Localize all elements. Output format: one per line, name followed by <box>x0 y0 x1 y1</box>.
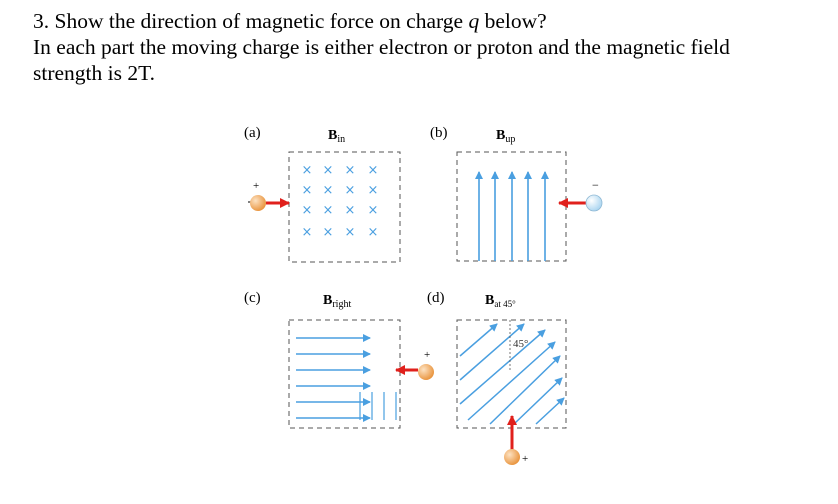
question-line-3: strength is 2T. <box>33 61 156 85</box>
panel-d-proton <box>504 449 520 465</box>
panel-b-field-label: Bup <box>496 128 515 145</box>
panel-b-charge-sign: − <box>592 178 599 192</box>
x-mark-icon: × <box>345 183 356 198</box>
panel-c-field-region <box>288 319 401 429</box>
panel-d-field-label: Bat 45° <box>485 293 516 309</box>
panel-b: (b) Bup − <box>430 125 603 262</box>
panel-c-proton <box>418 364 434 380</box>
panel-c: (c) Bright + <box>244 290 434 429</box>
question-line-1: 3. Show the direction of magnetic force … <box>33 9 547 33</box>
panel-d-angle-label: 45° <box>513 338 528 350</box>
panel-b-electron <box>585 194 603 212</box>
panel-a: (a) Bin × × × × × × × × × × × × × × × × + <box>244 125 401 263</box>
arrow-diagonal-icon <box>467 341 556 421</box>
panel-b-label: (b) <box>430 125 448 141</box>
panel-c-label: (c) <box>244 290 261 306</box>
field-diagonal-arrows <box>459 323 565 425</box>
panel-a-proton <box>250 195 266 211</box>
x-mark-icon: × <box>368 203 379 218</box>
arrow-diagonal-icon <box>535 397 565 425</box>
panel-d-charge-sign: + <box>522 453 528 465</box>
arrow-diagonal-icon <box>513 377 563 425</box>
x-mark-icon: × <box>368 225 379 240</box>
x-mark-icon: × <box>323 183 334 198</box>
x-mark-icon: × <box>345 163 356 178</box>
panel-c-field-label: Bright <box>323 293 351 310</box>
x-mark-icon: × <box>368 163 379 178</box>
question-line-2: In each part the moving charge is either… <box>33 35 730 59</box>
x-mark-icon: × <box>302 183 313 198</box>
x-mark-icon: × <box>323 163 334 178</box>
field-up-arrows <box>475 171 549 261</box>
question-text: 3. Show the direction of magnetic force … <box>33 8 833 86</box>
panel-a-charge-sign: + <box>253 180 259 192</box>
panel-c-charge-sign: + <box>424 349 430 361</box>
field-right-arrows <box>296 334 397 422</box>
x-mark-icon: × <box>323 203 334 218</box>
x-mark-icon: × <box>323 225 334 240</box>
x-mark-icon: × <box>302 225 313 240</box>
x-mark-icon: × <box>345 225 356 240</box>
arrow-diagonal-icon <box>459 323 525 381</box>
x-mark-icon: × <box>302 163 313 178</box>
field-into-page-marks: × × × × × × × × × × × × × × × × <box>302 163 379 240</box>
arrow-diagonal-icon <box>459 329 546 405</box>
panel-d: (d) Bat 45° 45° + <box>427 290 567 465</box>
panel-a-field-label: Bin <box>328 128 345 145</box>
charge-variable: q <box>468 9 480 33</box>
x-mark-icon: × <box>368 183 379 198</box>
x-mark-icon: × <box>302 203 313 218</box>
x-mark-icon: × <box>345 203 356 218</box>
panel-a-label: (a) <box>244 125 261 141</box>
panel-d-label: (d) <box>427 290 445 306</box>
arrow-diagonal-icon <box>489 355 561 425</box>
arrow-diagonal-icon <box>459 323 498 357</box>
